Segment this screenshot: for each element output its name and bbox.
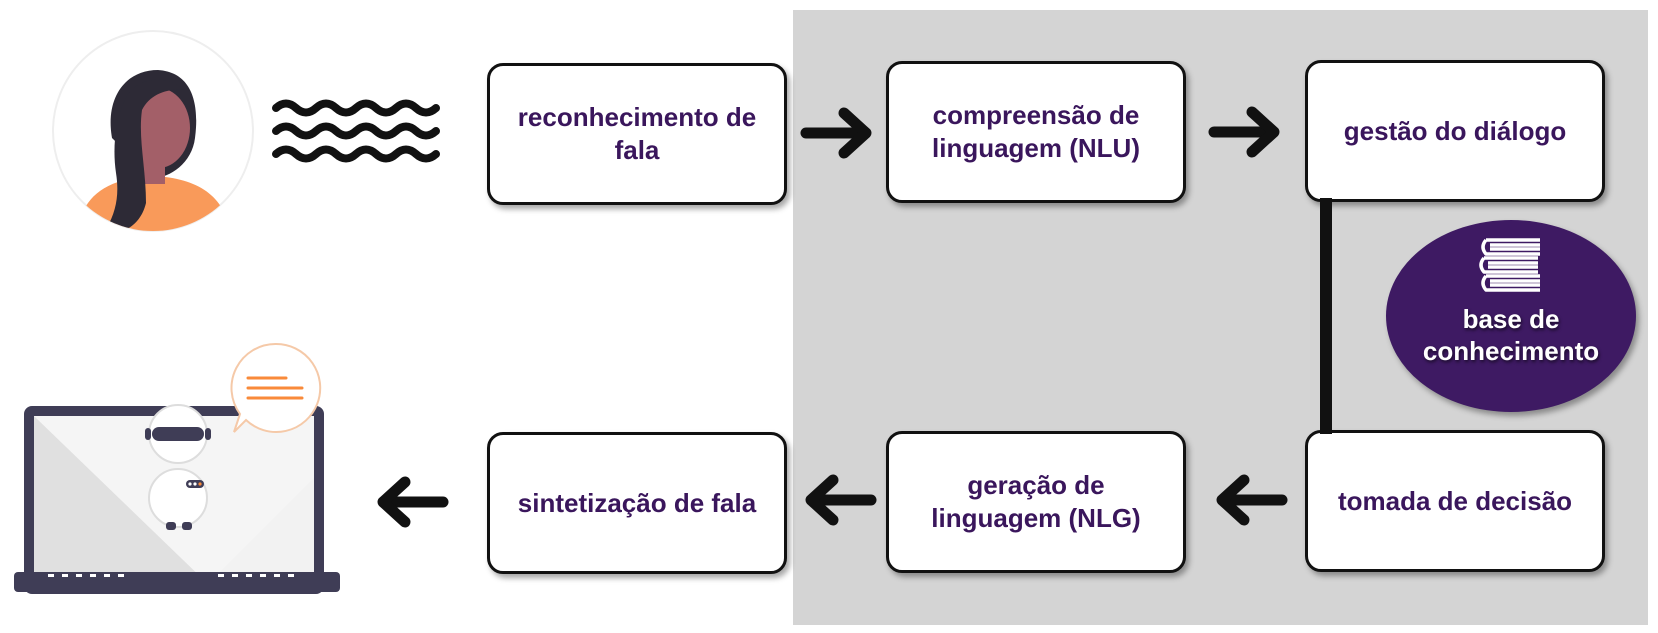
arrow-right-1 (800, 107, 874, 159)
nlg-label: geração de linguagem (NLG) (931, 470, 1141, 533)
books-stack-icon (1476, 236, 1546, 298)
arrow-left-2 (803, 474, 877, 526)
arrow-left-1 (1214, 474, 1288, 526)
knowledge-base-node (1386, 220, 1636, 412)
user-avatar-icon (50, 28, 256, 234)
arrow-left-3 (375, 476, 449, 528)
speech-recognition-label: reconhecimento de fala (517, 102, 757, 165)
decision-making-label: tomada de decisão (1337, 485, 1573, 516)
dialogue-management-label: gestão do diálogo (1343, 115, 1567, 146)
sound-waves-icon (270, 98, 440, 164)
arrow-right-2 (1208, 106, 1282, 158)
nlg-node: geração de linguagem (NLG) (886, 431, 1186, 573)
dialogue-management-node: gestão do diálogo (1305, 60, 1605, 202)
nlu-node: compreensão de linguagem (NLU) (886, 61, 1186, 203)
speech-recognition-node: reconhecimento de fala (487, 63, 787, 205)
dialogue-decision-connector (1320, 198, 1332, 434)
speech-bubble-icon (226, 340, 326, 440)
knowledge-base-label: base de conhecimento (1422, 304, 1600, 366)
nlu-label: compreensão de linguagem (NLU) (932, 100, 1140, 163)
speech-synthesis-label: sintetização de fala (517, 487, 757, 518)
decision-making-node: tomada de decisão (1305, 430, 1605, 572)
speech-synthesis-node: sintetização de fala (487, 432, 787, 574)
chatbot-laptop-icon (8, 358, 348, 598)
